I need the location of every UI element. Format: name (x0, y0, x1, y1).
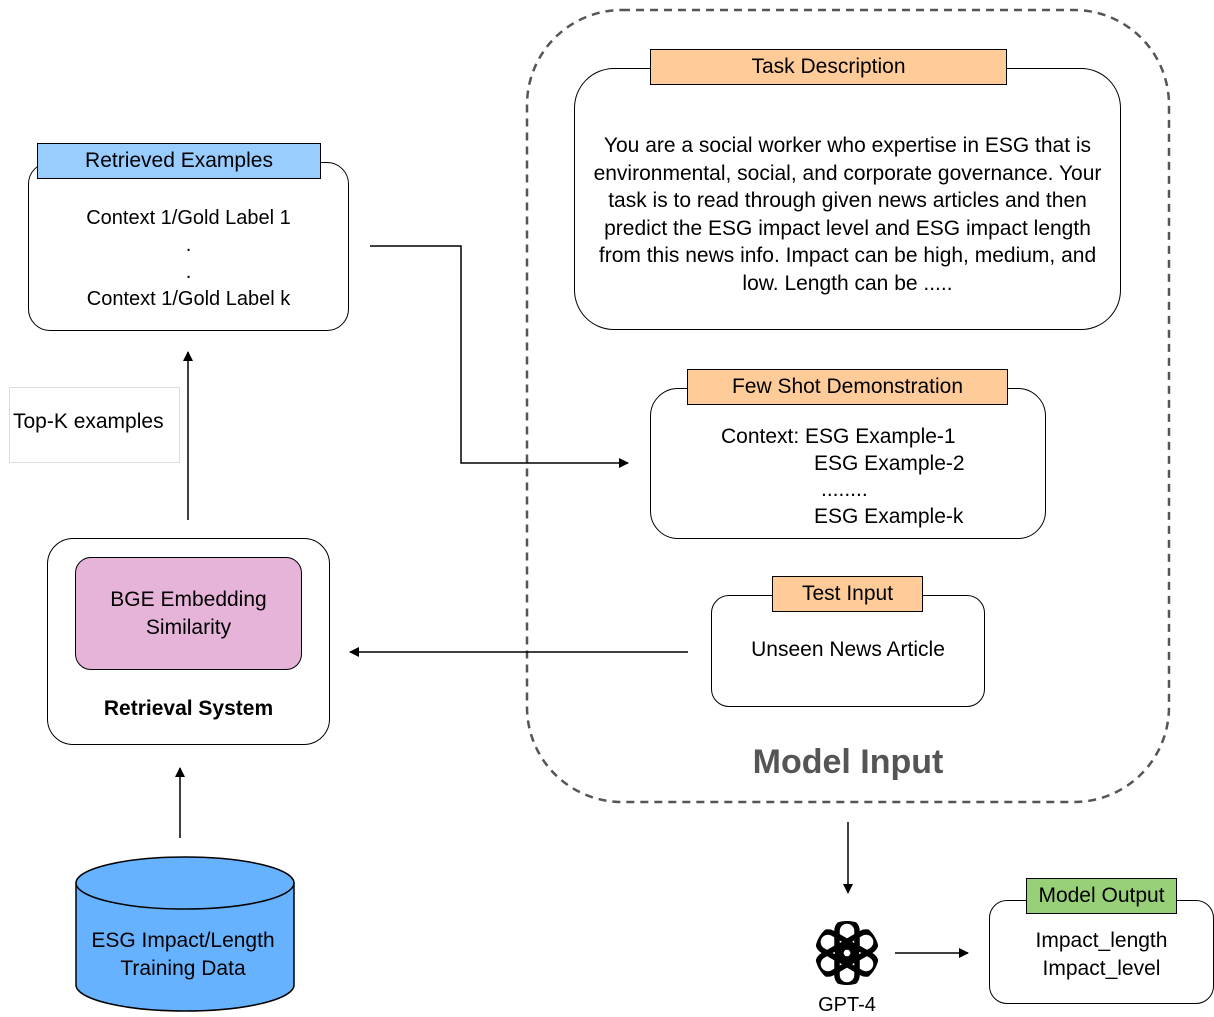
test-input-box (711, 595, 985, 707)
database-cylinder (75, 856, 295, 1012)
bge-embedding-label: BGE Embedding Similarity (110, 587, 267, 639)
few-shot-line-2: ESG Example-2 (814, 452, 965, 475)
retrieved-examples-content: Context 1/Gold Label 1 . . Context 1/Gol… (28, 205, 349, 313)
topk-label: Top-K examples (13, 410, 164, 433)
gpt-label: GPT-4 (818, 994, 876, 1016)
task-description-tag: Task Description (650, 49, 1007, 85)
retrieved-line-1: Context 1/Gold Label 1 (86, 207, 291, 229)
model-output-tag: Model Output (1026, 878, 1177, 914)
retrieval-system-title: Retrieval System (103, 697, 274, 720)
model-input-label: Model Input (752, 743, 944, 781)
task-description-text: You are a social worker who expertise in… (593, 134, 1102, 295)
retrieved-dot-1: . (185, 234, 192, 256)
model-output-line-2: Impact_level (1042, 957, 1161, 980)
few-shot-tag: Few Shot Demonstration (687, 369, 1008, 405)
few-shot-line-3: ........ (821, 478, 868, 501)
model-output-box (989, 900, 1214, 1004)
openai-logo-icon (811, 917, 883, 989)
bge-embedding-box: BGE Embedding Similarity (75, 557, 302, 670)
database-label: ESG Impact/Length Training Data (91, 929, 275, 980)
few-shot-line-1: Context: ESG Example-1 (721, 425, 956, 448)
model-output-line-1: Impact_length (1035, 929, 1168, 952)
topk-label-box (9, 387, 180, 463)
arrow-retrieved-to-fewshot (370, 245, 629, 468)
few-shot-line-4: ESG Example-k (814, 505, 964, 528)
test-input-text: Unseen News Article (751, 638, 945, 661)
retrieved-examples-box (28, 162, 349, 331)
retrieved-line-2: Context 1/Gold Label k (86, 288, 291, 310)
retrieved-dot-2: . (185, 261, 192, 283)
few-shot-box (650, 388, 1046, 539)
retrieved-examples-tag: Retrieved Examples (37, 143, 321, 179)
model-input-region (525, 8, 1171, 804)
test-input-tag: Test Input (772, 576, 923, 612)
